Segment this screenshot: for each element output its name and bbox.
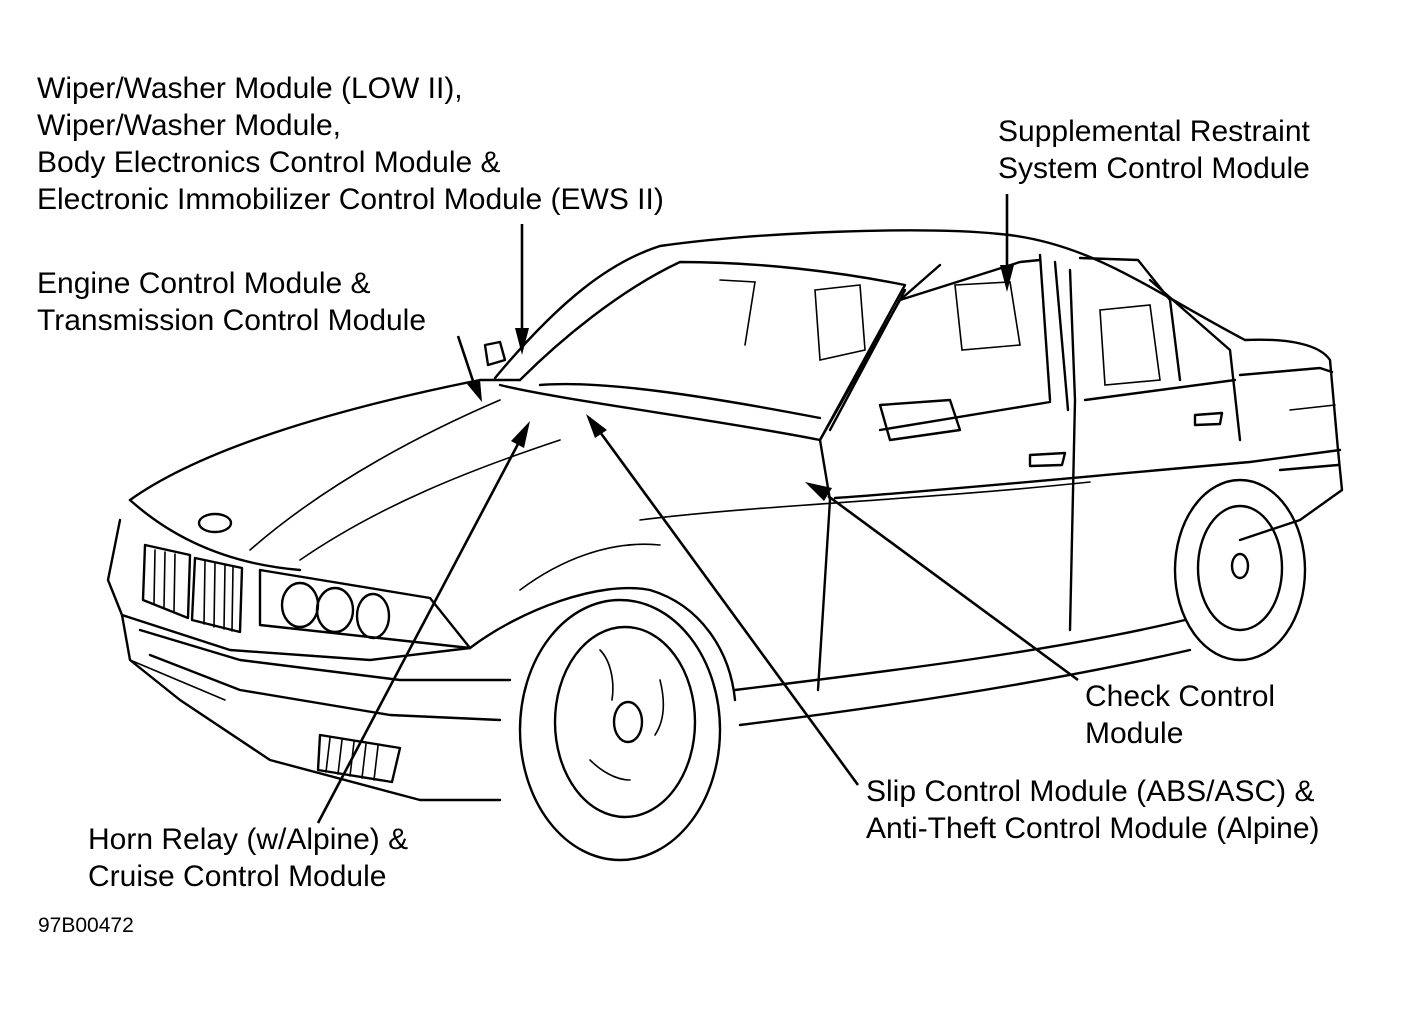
arrowhead-engine-control <box>467 379 482 402</box>
callout-line: Transmission Control Module <box>37 304 427 337</box>
callout-line: Module <box>1085 717 1184 750</box>
leader-arrows <box>316 194 1079 824</box>
arrowhead-wiper-washer <box>515 328 529 355</box>
arrow-check-control <box>827 494 1079 682</box>
arrowhead-horn-relay <box>511 421 530 448</box>
callout-horn-relay-group: Horn Relay (w/Alpine) & Cruise Control M… <box>88 821 408 895</box>
callout-check-control-group: Check Control Module <box>1085 678 1275 752</box>
callout-engine-transmission-group: Engine Control Module & Transmission Con… <box>37 265 426 339</box>
arrow-horn-relay <box>316 443 520 824</box>
callout-line: System Control Module <box>998 152 1310 185</box>
arrow-engine-control <box>456 335 476 385</box>
callout-line: Slip Control Module (ABS/ASC) & <box>866 775 1315 808</box>
callout-line: Anti-Theft Control Module (Alpine) <box>866 812 1320 845</box>
arrowhead-srs <box>1000 265 1014 292</box>
arrowhead-check-control <box>805 482 832 501</box>
callout-line: Check Control <box>1085 680 1276 713</box>
callout-line: Supplemental Restraint <box>998 115 1310 148</box>
callout-srs-group: Supplemental Restraint System Control Mo… <box>998 113 1310 187</box>
callout-line: Body Electronics Control Module & <box>37 146 501 179</box>
callout-line: Electronic Immobilizer Control Module (E… <box>37 183 664 216</box>
figure-id: 97B00472 <box>38 914 134 937</box>
arrowhead-slip-control <box>586 414 607 438</box>
callout-line: Engine Control Module & <box>37 267 371 300</box>
arrow-slip-control <box>598 431 860 786</box>
car-body <box>106 229 1344 862</box>
callout-line: Wiper/Washer Module (LOW II), <box>37 72 463 105</box>
callout-slip-control-group: Slip Control Module (ABS/ASC) & Anti-The… <box>866 773 1320 847</box>
callout-line: Cruise Control Module <box>88 860 387 893</box>
callout-wiper-washer-group: Wiper/Washer Module (LOW II), Wiper/Wash… <box>37 70 664 218</box>
callout-line: Horn Relay (w/Alpine) & <box>88 823 409 856</box>
callout-line: Wiper/Washer Module, <box>37 109 341 142</box>
